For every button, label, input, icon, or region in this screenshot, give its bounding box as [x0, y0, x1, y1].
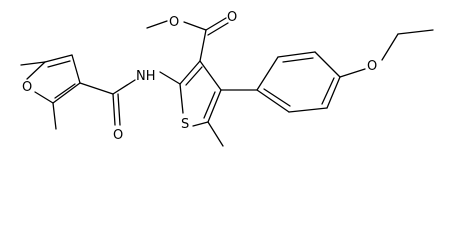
bond-ether-o-ch2: [381, 33, 399, 61]
bond-c5-methyl: [207, 121, 224, 147]
bond-c2-c3: [179, 60, 201, 85]
bond-ph-ether-o: [339, 68, 366, 78]
bond-ph-5-6: [288, 107, 328, 113]
bond-c5-methyl: [20, 61, 46, 66]
bond-ph-2-3-inner: [282, 57, 314, 63]
bond-c3-c2: [52, 82, 81, 104]
bond-carbonyl-n: [112, 79, 136, 95]
ethoxy-group: [339, 29, 434, 78]
thiophene-sulfur-label: S: [181, 117, 189, 132]
phenyl-ring: [220, 51, 341, 113]
ester-methoxy-oxygen-label: O: [169, 15, 179, 30]
bond-ph-1-2: [256, 56, 279, 91]
bond-c2-o: [34, 91, 54, 104]
ether-oxygen-label: O: [367, 59, 377, 74]
bond-c5-s: [192, 121, 209, 127]
amide-linkage: [79, 71, 181, 126]
bond-c3-c4: [199, 60, 222, 91]
bond-ch2-ch3: [397, 29, 434, 35]
bond-carbonyl-o-double: [117, 93, 121, 126]
thiophene-ring: [179, 60, 224, 147]
furan-oxygen-label: O: [22, 80, 32, 95]
bond-ph-4-5-inner: [321, 77, 335, 105]
bond-ph-3-4: [314, 51, 341, 78]
bond-c5-c4: [44, 54, 73, 63]
bond-c5-c4-inner: [47, 60, 71, 68]
furan-ring: [20, 54, 81, 130]
bond-ester-c-o-single: [183, 21, 207, 31]
bond-c2-c3-inner: [185, 66, 203, 86]
structure-diagram: O NH O O O S O: [20, 10, 434, 147]
bond-ph-6-1: [256, 89, 290, 113]
bond-ph-4-5: [326, 76, 341, 109]
bond-o-c5: [26, 61, 46, 80]
bond-c4-c5: [207, 89, 222, 123]
molecule-drawing: O NH O O O S O: [20, 10, 434, 147]
bond-c4-c3: [71, 54, 81, 84]
amide-oxygen-label: O: [113, 128, 123, 143]
bond-c3-carbonyl: [79, 82, 114, 95]
bond-c3-ester-c: [199, 29, 207, 62]
bond-o-methyl: [146, 20, 168, 29]
bond-ph-6-1-inner: [263, 88, 291, 107]
bond-c4-c5-inner: [203, 91, 216, 119]
bond-n-thiophene: [159, 71, 181, 85]
amide-nh-label: NH: [136, 69, 156, 84]
bond-ph-2-3: [277, 51, 316, 58]
ester-carbonyl-oxygen-label: O: [227, 10, 237, 25]
bond-carbonyl-o: [112, 93, 116, 126]
bond-s-c2: [179, 83, 184, 114]
bond-c2-methyl: [52, 102, 57, 130]
methyl-ester: [146, 17, 229, 62]
bond-ester-c-o-double: [205, 17, 227, 31]
bond-c3-c2-inner: [54, 83, 76, 99]
bond-ester-c-o-double-2: [207, 22, 229, 36]
